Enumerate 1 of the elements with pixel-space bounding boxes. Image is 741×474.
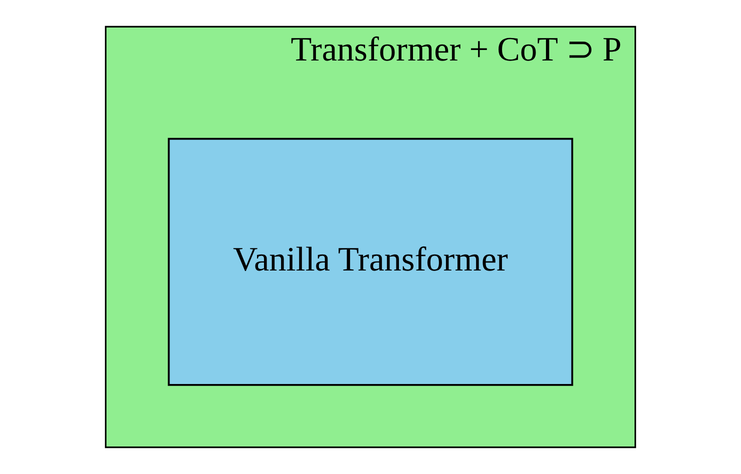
node-box: Vanilla Transformer [168,138,574,386]
